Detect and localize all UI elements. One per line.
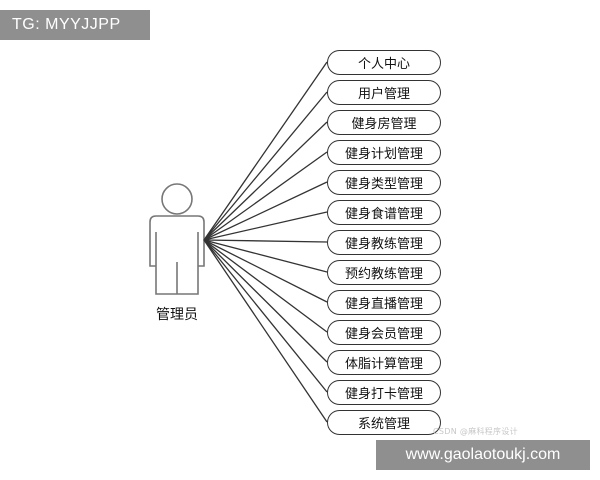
use-case-5[interactable]: 健身类型管理 [327, 169, 441, 195]
association-line-7 [203, 239, 328, 243]
use-case-1[interactable]: 个人中心 [327, 49, 441, 75]
association-line-13 [203, 239, 328, 423]
association-line-1 [203, 61, 328, 241]
use-case-7[interactable]: 健身教练管理 [327, 229, 441, 255]
association-line-2 [203, 91, 328, 241]
use-case-10[interactable]: 健身会员管理 [327, 319, 441, 345]
association-line-9 [203, 239, 328, 303]
use-case-6[interactable]: 健身食谱管理 [327, 199, 441, 225]
use-case-4[interactable]: 健身计划管理 [327, 139, 441, 165]
actor-figure [149, 183, 205, 295]
faint-watermark: CSDN @麻科程序设计 [433, 427, 518, 436]
use-case-2[interactable]: 用户管理 [327, 79, 441, 105]
use-case-9[interactable]: 健身直播管理 [327, 289, 441, 315]
actor-label: 管理员 [156, 307, 198, 323]
association-line-10 [203, 239, 328, 333]
use-case-3[interactable]: 健身房管理 [327, 109, 441, 135]
association-line-11 [203, 239, 328, 363]
association-line-6 [203, 211, 328, 241]
actor-head [161, 183, 193, 215]
association-line-4 [203, 151, 328, 241]
use-case-8[interactable]: 预约教练管理 [327, 259, 441, 285]
tg-watermark: TG: MYYJJPP [0, 10, 150, 40]
association-line-5 [203, 181, 328, 241]
use-case-11[interactable]: 体脂计算管理 [327, 349, 441, 375]
use-case-13[interactable]: 系统管理 [327, 409, 441, 435]
use-case-12[interactable]: 健身打卡管理 [327, 379, 441, 405]
url-watermark: www.gaolaotoukj.com [376, 440, 590, 470]
association-line-3 [203, 121, 328, 241]
actor-body [149, 215, 205, 295]
association-lines [203, 61, 328, 423]
association-line-8 [203, 239, 328, 273]
association-line-12 [203, 239, 328, 393]
